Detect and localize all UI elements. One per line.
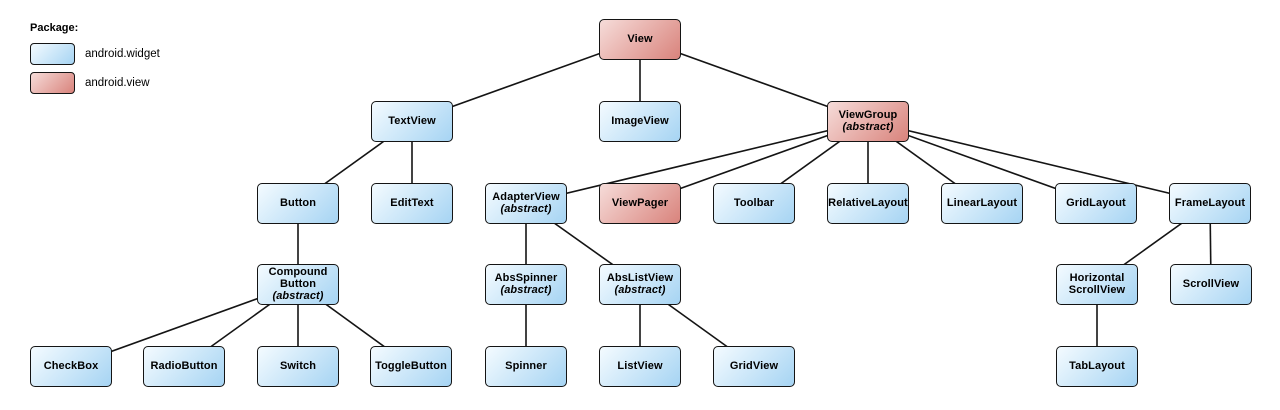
node-togglebutton: ToggleButton	[370, 345, 452, 387]
node-viewpager: ViewPager	[599, 182, 681, 224]
node-button: Button	[257, 182, 339, 224]
view-package-swatch	[30, 72, 75, 94]
node-label: Switch	[279, 360, 317, 372]
legend-label: android.view	[85, 77, 150, 89]
node-label: Toolbar	[733, 197, 775, 209]
node-label: TabLayout	[1069, 360, 1125, 372]
node-adapterview: AdapterView(abstract)	[485, 182, 567, 224]
node-scrollview: ScrollView	[1170, 263, 1252, 305]
legend-label: android.widget	[85, 48, 160, 60]
node-switch: Switch	[257, 345, 339, 387]
node-label: ScrollView	[1068, 284, 1126, 296]
node-label: ScrollView	[1182, 278, 1240, 290]
node-label: Spinner	[505, 360, 547, 372]
node-label: Button	[279, 197, 317, 209]
node-textview: TextView	[371, 100, 453, 142]
node-absspinner: AbsSpinner(abstract)	[485, 263, 567, 305]
node-edittext: EditText	[371, 182, 453, 224]
node-gridlayout: GridLayout	[1055, 182, 1137, 224]
node-label: Horizontal	[1069, 272, 1125, 284]
node-label: ViewGroup	[838, 109, 898, 121]
node-label: (abstract)	[272, 290, 324, 302]
node-checkbox: CheckBox	[30, 345, 112, 387]
node-label: ToggleButton	[375, 360, 447, 372]
node-label: ImageView	[611, 115, 669, 127]
node-label: (abstract)	[500, 203, 552, 215]
node-label: CheckBox	[43, 360, 99, 372]
edge-viewgroup-adapterview	[525, 120, 869, 204]
node-relativelayout: RelativeLayout	[827, 182, 909, 224]
node-label: RelativeLayout	[828, 197, 908, 209]
node-label: ViewPager	[611, 197, 669, 209]
legend-item-android-widget: android.widget	[30, 43, 160, 65]
node-tablayout: TabLayout	[1056, 345, 1138, 387]
node-framelayout: FrameLayout	[1169, 182, 1251, 224]
node-radiobutton: RadioButton	[143, 345, 225, 387]
node-view: View	[599, 18, 681, 60]
edge-viewgroup-framelayout	[867, 120, 1211, 204]
node-label: AdapterView	[492, 191, 560, 203]
node-label: (abstract)	[500, 284, 552, 296]
node-label: AbsSpinner	[494, 272, 558, 284]
node-label: LinearLayout	[946, 197, 1018, 209]
node-label: Button	[279, 278, 317, 290]
node-linearlayout: LinearLayout	[941, 182, 1023, 224]
node-label: (abstract)	[614, 284, 666, 296]
node-label: (abstract)	[842, 121, 894, 133]
widget-package-swatch	[30, 43, 75, 65]
node-label: RadioButton	[150, 360, 218, 372]
node-label: Compound	[268, 266, 328, 278]
legend-title: Package:	[30, 22, 79, 34]
node-gridview: GridView	[713, 345, 795, 387]
node-label: GridLayout	[1066, 197, 1126, 209]
node-toolbar: Toolbar	[713, 182, 795, 224]
node-label: GridView	[729, 360, 779, 372]
node-abslistview: AbsListView(abstract)	[599, 263, 681, 305]
node-spinner: Spinner	[485, 345, 567, 387]
node-imageview: ImageView	[599, 100, 681, 142]
node-label: AbsListView	[606, 272, 674, 284]
legend: Package: android.widget android.view	[30, 22, 160, 101]
node-label: View	[627, 33, 653, 45]
node-label: EditText	[390, 197, 434, 209]
node-label: ListView	[617, 360, 663, 372]
node-label: TextView	[388, 115, 436, 127]
node-viewgroup: ViewGroup(abstract)	[827, 100, 909, 142]
node-label: FrameLayout	[1174, 197, 1246, 209]
legend-item-android-view: android.view	[30, 72, 160, 94]
node-listview: ListView	[599, 345, 681, 387]
